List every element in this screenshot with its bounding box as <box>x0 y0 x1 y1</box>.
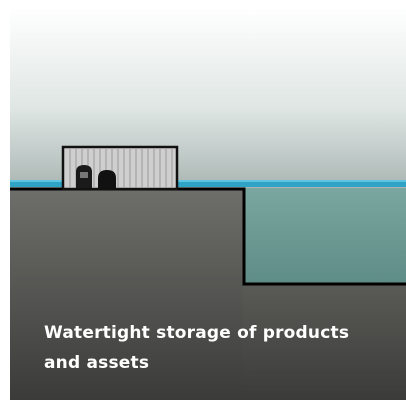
water-surface <box>10 180 406 187</box>
feature-card: Watertight storage of products and asset… <box>10 8 406 400</box>
stored-item-dome <box>98 170 116 188</box>
water-body <box>243 188 406 284</box>
storage-container <box>61 145 179 191</box>
water-surface-highlight <box>10 180 406 182</box>
ground-block <box>10 189 244 400</box>
seabed <box>243 284 406 400</box>
storage-illustration <box>10 8 406 400</box>
feature-caption: Watertight storage of products and asset… <box>44 323 350 373</box>
